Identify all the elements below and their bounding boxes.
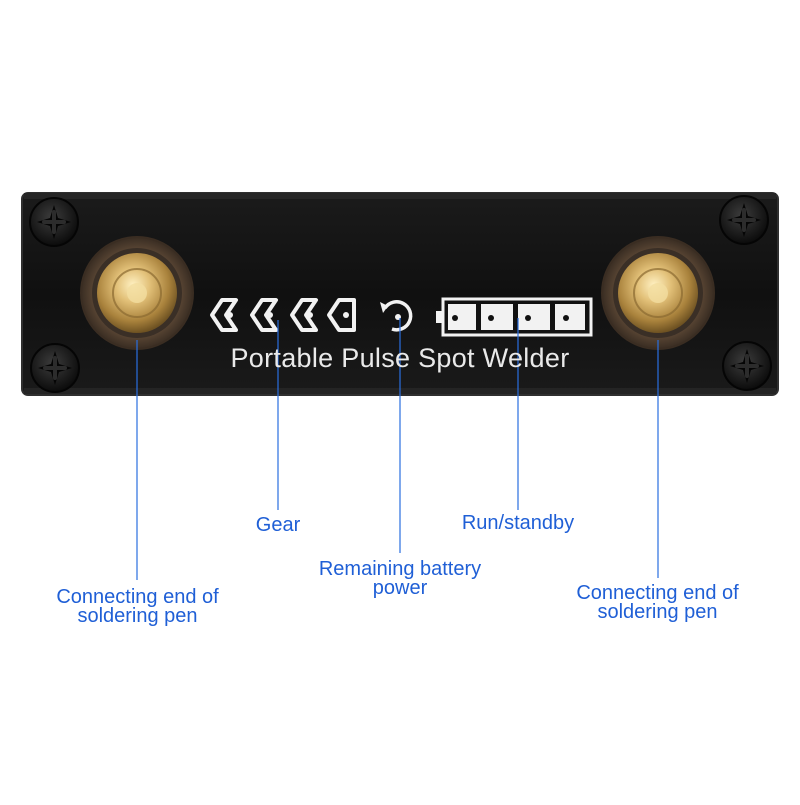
phillips-screw-icon <box>30 343 80 393</box>
callout-right-connector-line1: Connecting end of <box>576 582 739 604</box>
callout-right-connector-line2: soldering pen <box>597 601 718 623</box>
callout-run-standby: Run/standby <box>438 512 598 534</box>
callout-gear: Gear <box>226 514 330 536</box>
callout-left-connector-line2: soldering pen <box>77 605 198 627</box>
callout-battery-line1: Remaining battery <box>318 558 482 580</box>
battery-icon <box>436 297 593 337</box>
gear-arrow-icon <box>250 298 278 332</box>
gear-arrow-icon <box>327 298 356 332</box>
phillips-screw-icon <box>719 195 769 245</box>
leader-lines <box>136 318 659 580</box>
brass-connector-icon <box>80 236 194 350</box>
gear-indicator-group <box>210 298 356 332</box>
callout-left-connector-line1: Connecting end of <box>56 586 219 608</box>
callout-run-standby-line1: Run/standby <box>461 512 575 534</box>
panel-top-edge <box>24 193 776 199</box>
callout-battery: Remaining battery power <box>288 558 512 599</box>
brass-connector-icon <box>601 236 715 350</box>
phillips-screw-icon <box>722 341 772 391</box>
device-title: Portable Pulse Spot Welder <box>230 343 570 373</box>
callout-left-connector: Connecting end of soldering pen <box>30 586 245 627</box>
callout-battery-line2: power <box>372 577 428 599</box>
gear-arrow-icon <box>290 298 318 332</box>
phillips-screw-icon <box>29 197 79 247</box>
gear-arrow-icon <box>210 298 238 332</box>
callout-right-connector: Connecting end of soldering pen <box>550 582 765 623</box>
callout-gear-line1: Gear <box>255 514 301 536</box>
